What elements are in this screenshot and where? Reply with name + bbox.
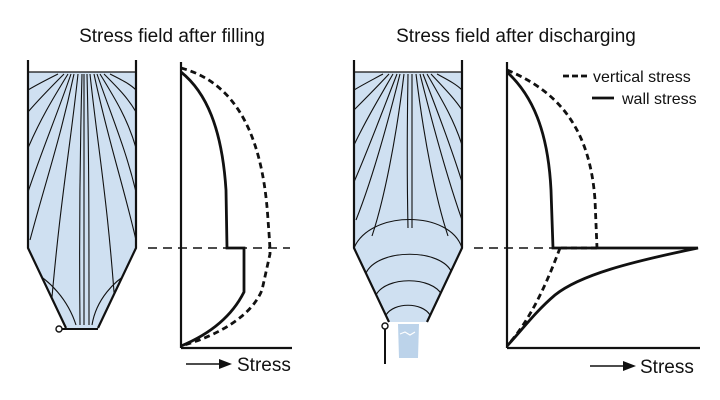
silo-filling bbox=[26, 60, 138, 333]
stress-trajectories-filling bbox=[28, 73, 136, 326]
outlet-flow-discharging bbox=[398, 324, 419, 358]
stress-axis-arrow-discharging bbox=[590, 361, 636, 371]
silo-wall-filling bbox=[26, 60, 138, 329]
wall-stress-curve-discharging bbox=[505, 70, 699, 347]
silo-discharging bbox=[352, 60, 464, 364]
gate-pivot-filling bbox=[55, 325, 63, 333]
stress-plot-discharging: Stress bbox=[505, 62, 700, 378]
silo-wall-discharging bbox=[352, 60, 464, 323]
legend: vertical stress wall stress bbox=[563, 69, 697, 108]
stress-trajectories-discharging bbox=[354, 73, 462, 316]
legend-label-vertical: vertical stress bbox=[593, 69, 691, 86]
gate-pivot-discharging bbox=[381, 322, 389, 330]
silo-fill-filling bbox=[28, 72, 136, 328]
title-discharging: Stress field after discharging bbox=[396, 26, 636, 47]
title-filling: Stress field after filling bbox=[79, 26, 265, 47]
stress-axis-label-filling: Stress bbox=[237, 355, 291, 376]
vertical-stress-curve-filling bbox=[180, 66, 272, 348]
stress-axis-label-discharging: Stress bbox=[640, 357, 694, 378]
stress-plot-filling: Stress bbox=[179, 62, 292, 376]
wall-stress-curve-filling bbox=[180, 70, 246, 348]
legend-label-wall: wall stress bbox=[621, 91, 697, 108]
stress-axis-arrow-filling bbox=[186, 359, 232, 369]
